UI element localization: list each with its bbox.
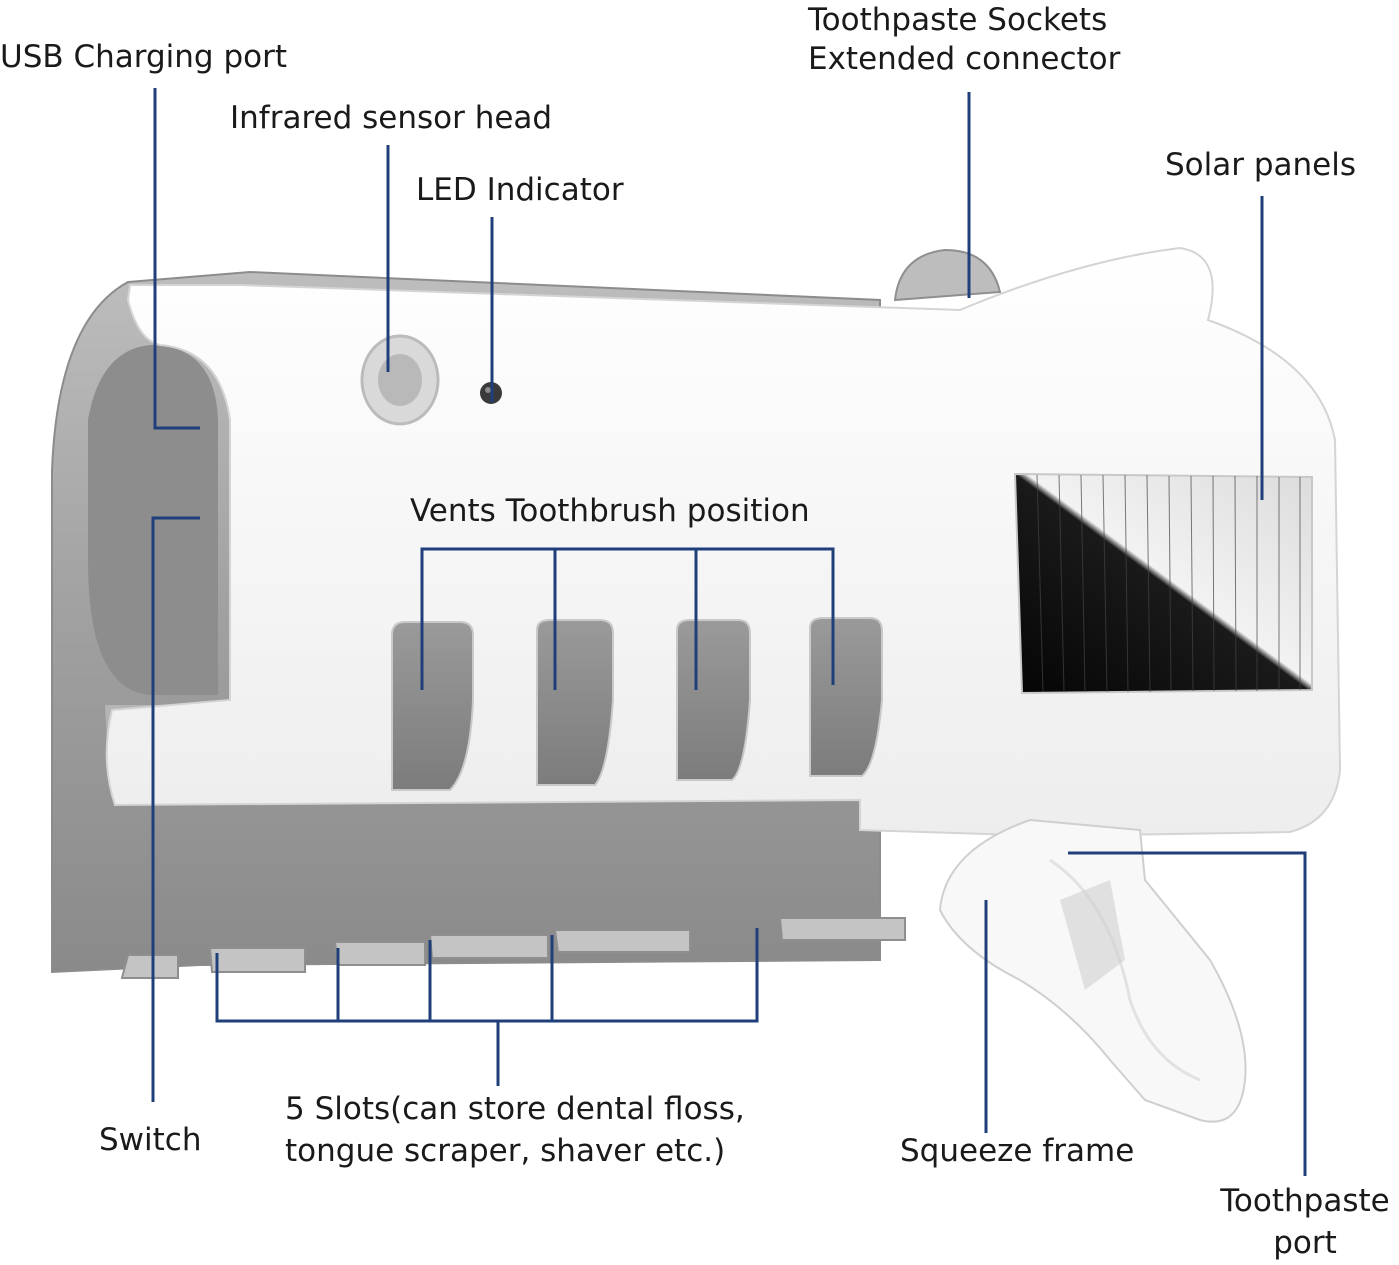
leader-lines — [151, 88, 1307, 1176]
vents-leader — [420, 547, 835, 690]
label-slots-line2: tongue scraper, shaver etc.) — [285, 1133, 726, 1169]
label-switch: Switch — [99, 1122, 202, 1158]
label-led-indicator: LED Indicator — [416, 172, 624, 208]
label-squeeze-frame: Squeeze frame — [900, 1133, 1135, 1169]
usb-leader — [153, 88, 200, 430]
label-slots-line1: 5 Slots(can store dental floss, — [285, 1091, 745, 1127]
label-toothpaste-sockets: Toothpaste Sockets — [808, 2, 1108, 38]
label-toothpaste-port-line1: Toothpaste — [1220, 1183, 1390, 1219]
toothpaste-socket — [893, 248, 1002, 302]
solar-panel — [1013, 472, 1313, 695]
switch-leader — [151, 516, 200, 1102]
label-vents-toothbrush-position: Vents Toothbrush position — [410, 493, 810, 529]
bottom-slot-tabs — [120, 917, 906, 979]
port-leader — [1068, 851, 1307, 1176]
label-usb-charging-port: USB Charging port — [0, 39, 287, 75]
label-extended-connector: Extended connector — [808, 41, 1121, 77]
label-solar-panels: Solar panels — [1165, 147, 1357, 183]
label-toothpaste-port-line2: port — [1273, 1225, 1337, 1261]
label-infrared-sensor-head: Infrared sensor head — [230, 100, 553, 136]
slots-leader — [215, 928, 759, 1023]
